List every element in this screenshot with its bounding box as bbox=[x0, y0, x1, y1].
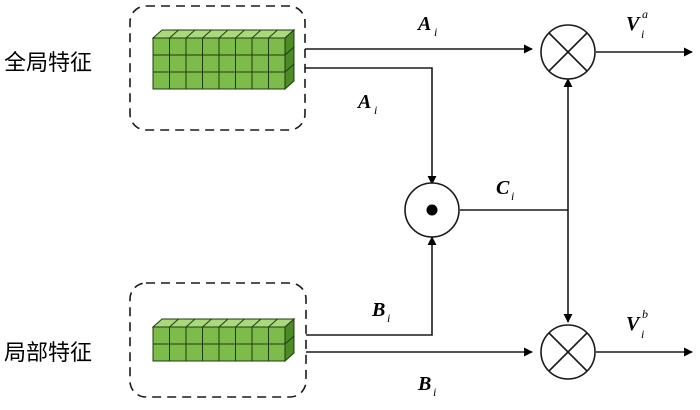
output-vb-label: V b i bbox=[626, 307, 648, 341]
local-feature-box bbox=[129, 282, 307, 398]
local-feature-block bbox=[151, 317, 296, 363]
signal-b-bottom-label: B i bbox=[417, 373, 436, 399]
svg-text:i: i bbox=[387, 311, 390, 325]
svg-text:i: i bbox=[433, 385, 436, 399]
signal-b-up-label: B i bbox=[371, 299, 390, 325]
svg-text:i: i bbox=[374, 103, 377, 117]
signal-a-top-label: A i bbox=[416, 13, 437, 39]
global-feature-label: 全局特征 bbox=[4, 51, 92, 76]
output-va-label: V a i bbox=[626, 7, 648, 41]
global-feature-block bbox=[151, 28, 296, 91]
dot-product-icon bbox=[404, 182, 460, 238]
a-to-hadamard-arrow bbox=[305, 67, 437, 185]
signal-a-down-label: A i bbox=[356, 91, 377, 117]
svg-text:i: i bbox=[434, 25, 437, 39]
svg-text:C: C bbox=[496, 177, 510, 199]
svg-text:i: i bbox=[641, 27, 644, 41]
svg-text:A: A bbox=[416, 13, 431, 35]
local-feature-label: 局部特征 bbox=[4, 341, 92, 366]
b-to-hadamard-arrow bbox=[306, 236, 437, 336]
svg-text:a: a bbox=[642, 7, 648, 21]
svg-text:B: B bbox=[371, 299, 385, 321]
svg-text:b: b bbox=[642, 307, 648, 321]
svg-text:B: B bbox=[417, 373, 431, 395]
svg-text:A: A bbox=[356, 91, 371, 113]
signal-c-label: C i bbox=[496, 177, 514, 203]
multiply-icon bbox=[540, 24, 596, 80]
svg-text:V: V bbox=[626, 13, 641, 35]
svg-text:i: i bbox=[511, 189, 514, 203]
svg-text:i: i bbox=[641, 327, 644, 341]
multiply-icon bbox=[540, 324, 596, 380]
svg-text:V: V bbox=[626, 313, 641, 335]
